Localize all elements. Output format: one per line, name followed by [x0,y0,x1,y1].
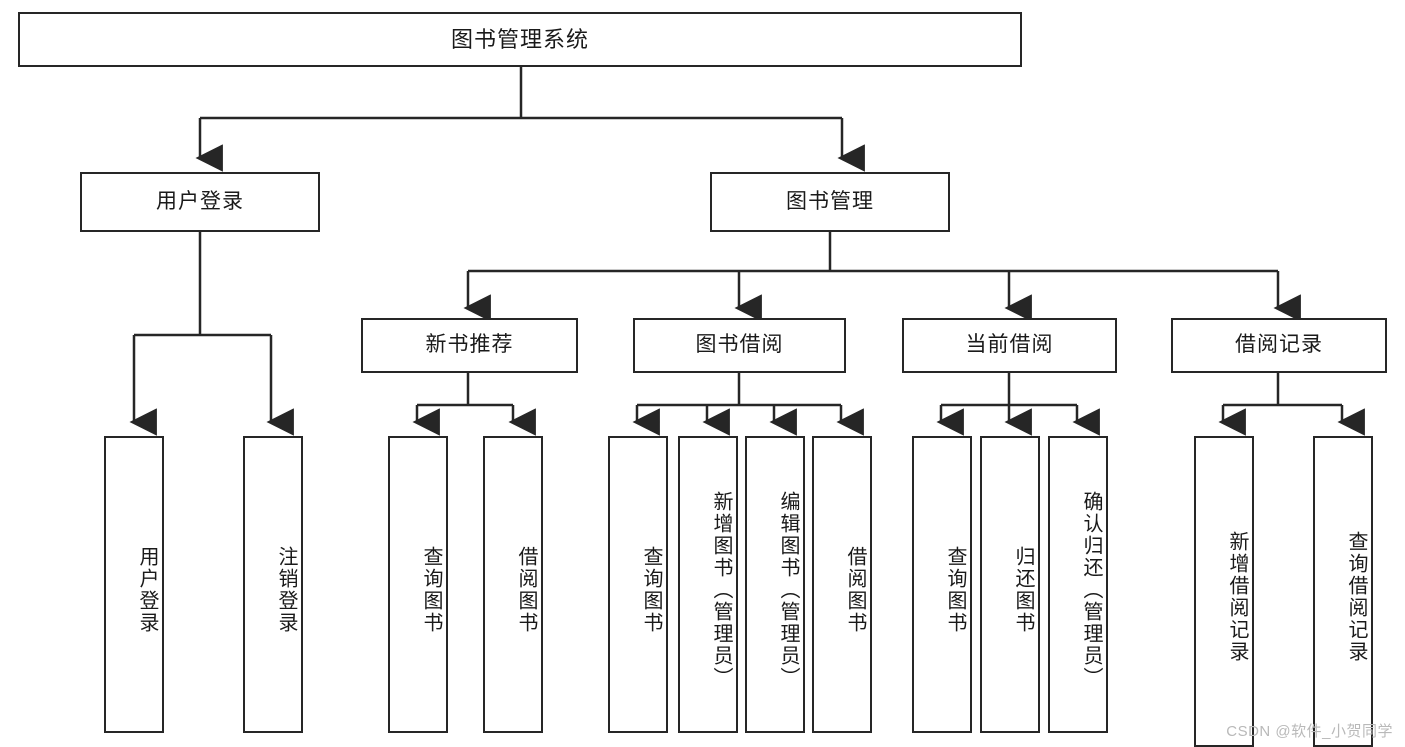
node-user-login[interactable]: 用户登录 [80,172,320,232]
leaf-add-borrow-record[interactable]: 新增借阅记录 [1194,436,1254,747]
leaf-label: 编辑图书（管理员） [777,490,799,689]
leaf-label: 用户登录 [136,545,158,634]
leaf-query-book-current[interactable]: 查询图书 [912,436,972,733]
leaf-logout[interactable]: 注销登录 [243,436,303,733]
node-current-borrow[interactable]: 当前借阅 [902,318,1117,373]
leaf-label: 归还图书 [1012,545,1034,634]
leaf-label: 借阅图书 [844,545,866,634]
leaf-query-book-borrow[interactable]: 查询图书 [608,436,668,733]
leaf-label: 新增借阅记录 [1226,530,1248,663]
leaf-query-borrow-record[interactable]: 查询借阅记录 [1313,436,1373,747]
leaf-label: 查询图书 [420,545,442,634]
leaf-user-login[interactable]: 用户登录 [104,436,164,733]
leaf-borrow-book[interactable]: 借阅图书 [812,436,872,733]
leaf-borrow-book-recommend[interactable]: 借阅图书 [483,436,543,733]
node-book-management[interactable]: 图书管理 [710,172,950,232]
leaf-return-book[interactable]: 归还图书 [980,436,1040,733]
leaf-label: 查询借阅记录 [1345,530,1367,663]
node-borrow-records[interactable]: 借阅记录 [1171,318,1387,373]
leaf-add-book-admin[interactable]: 新增图书（管理员） [678,436,738,733]
node-root[interactable]: 图书管理系统 [18,12,1022,67]
leaf-confirm-return-admin[interactable]: 确认归还（管理员） [1048,436,1108,733]
node-new-book-recommend[interactable]: 新书推荐 [361,318,578,373]
leaf-label: 借阅图书 [515,545,537,634]
leaf-label: 注销登录 [275,545,297,634]
node-book-borrow[interactable]: 图书借阅 [633,318,846,373]
leaf-label: 查询图书 [944,545,966,634]
leaf-edit-book-admin[interactable]: 编辑图书（管理员） [745,436,805,733]
leaf-label: 确认归还（管理员） [1080,490,1102,689]
leaf-label: 查询图书 [640,545,662,634]
leaf-label: 新增图书（管理员） [710,490,732,689]
leaf-query-book-recommend[interactable]: 查询图书 [388,436,448,733]
